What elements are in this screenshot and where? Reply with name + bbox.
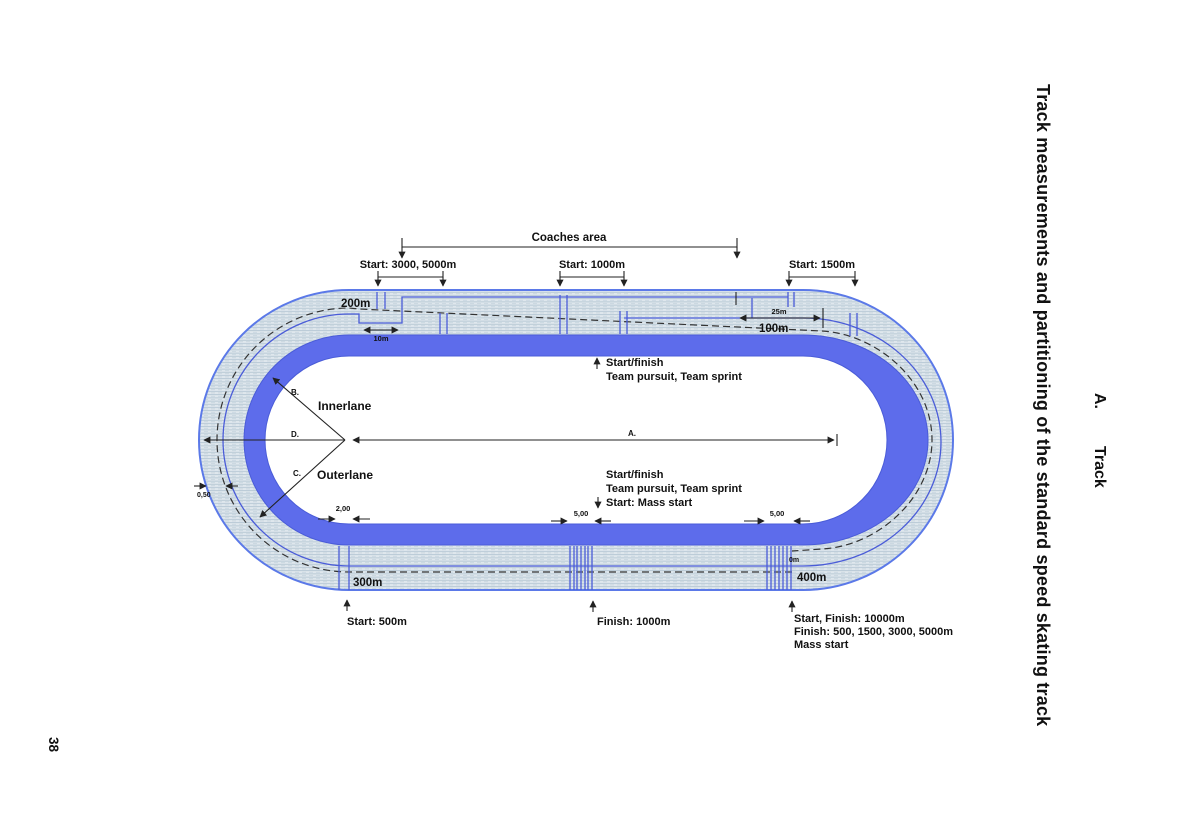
label-innerlane: Innerlane [318, 399, 372, 413]
page-number: 38 [46, 737, 61, 753]
dim-500b-label: 5,00 [770, 509, 785, 518]
label-B: B. [291, 388, 299, 397]
start-3000-5000-label: Start: 3000, 5000m [360, 259, 457, 271]
start-1000-label: Start: 1000m [559, 259, 625, 271]
tick-200m-lines [376, 292, 386, 309]
blue-band-right-curve [803, 335, 928, 545]
tick-3000-5000-lines [439, 313, 448, 334]
dim-050-label: 0,50 [197, 492, 211, 499]
mark-100m: 100m [759, 323, 788, 335]
tick-1000m-start-lines-2 [619, 311, 628, 334]
mark-200m: 200m [341, 298, 370, 310]
track-outer-edge [198, 289, 954, 591]
start-500-label: Start: 500m [347, 616, 407, 628]
tick-100m-lines [849, 313, 858, 336]
track-labels: Coaches area Start: 3000, 5000m Start: 1… [197, 232, 953, 651]
finish-group-line1: Start, Finish: 10000m [794, 613, 905, 625]
sf-bottom-line1: Start/finish [606, 469, 664, 481]
mark-400m: 400m [797, 572, 826, 584]
label-A: A. [628, 429, 636, 438]
radius-line-B [272, 377, 346, 441]
label-C: C. [293, 469, 301, 478]
dim-25m-label: 25m [771, 307, 786, 316]
finish-hatch-1000m [569, 546, 593, 590]
coaches-area-label: Coaches area [532, 232, 607, 244]
measurement-dashed-line [216, 307, 933, 573]
start-1500-bracket [788, 271, 856, 278]
mark-0m: 0m [789, 557, 799, 564]
dim-500a-label: 5,00 [574, 509, 589, 518]
start-1000-bracket [559, 271, 625, 278]
tick-300m-lines [338, 546, 350, 590]
finish-1000-label: Finish: 1000m [597, 616, 671, 628]
section-letter: A. [1091, 393, 1108, 409]
finish-hatch-400m [766, 546, 792, 590]
coaches-area-bracket [401, 238, 738, 248]
band-outer-edge [243, 334, 929, 546]
annotation-arrows [194, 238, 859, 612]
section-title: Track [1091, 446, 1108, 488]
crossing-ticks [338, 292, 858, 590]
finish-group-line2: Finish: 500, 1500, 3000, 5000m [794, 626, 953, 638]
hatched-lanes-band [199, 290, 953, 590]
label-D: D. [291, 430, 299, 439]
dim-10m-label: 10m [373, 334, 388, 343]
sf-bottom-line3: Start: Mass start [606, 497, 693, 509]
tick-1000m-start-lines [559, 295, 568, 334]
band-inner-edge [264, 355, 888, 525]
chapter-title: Track measurements and partitioning of t… [1033, 84, 1053, 727]
radius-line-C [259, 439, 346, 518]
start-1500-label: Start: 1500m [789, 259, 855, 271]
sf-bottom-line2: Team pursuit, Team sprint [606, 483, 742, 495]
start-3000-5000-bracket [377, 271, 444, 278]
finish-group-line3: Mass start [794, 639, 849, 651]
sf-top-line2: Team pursuit, Team sprint [606, 371, 742, 383]
dim-200-label: 2,00 [336, 504, 351, 513]
track-surface [198, 289, 954, 591]
sf-top-line1: Start/finish [606, 357, 664, 369]
label-outerlane: Outerlane [317, 468, 373, 482]
tick-1500m-start-lines [787, 292, 795, 307]
mark-300m: 300m [353, 577, 382, 589]
